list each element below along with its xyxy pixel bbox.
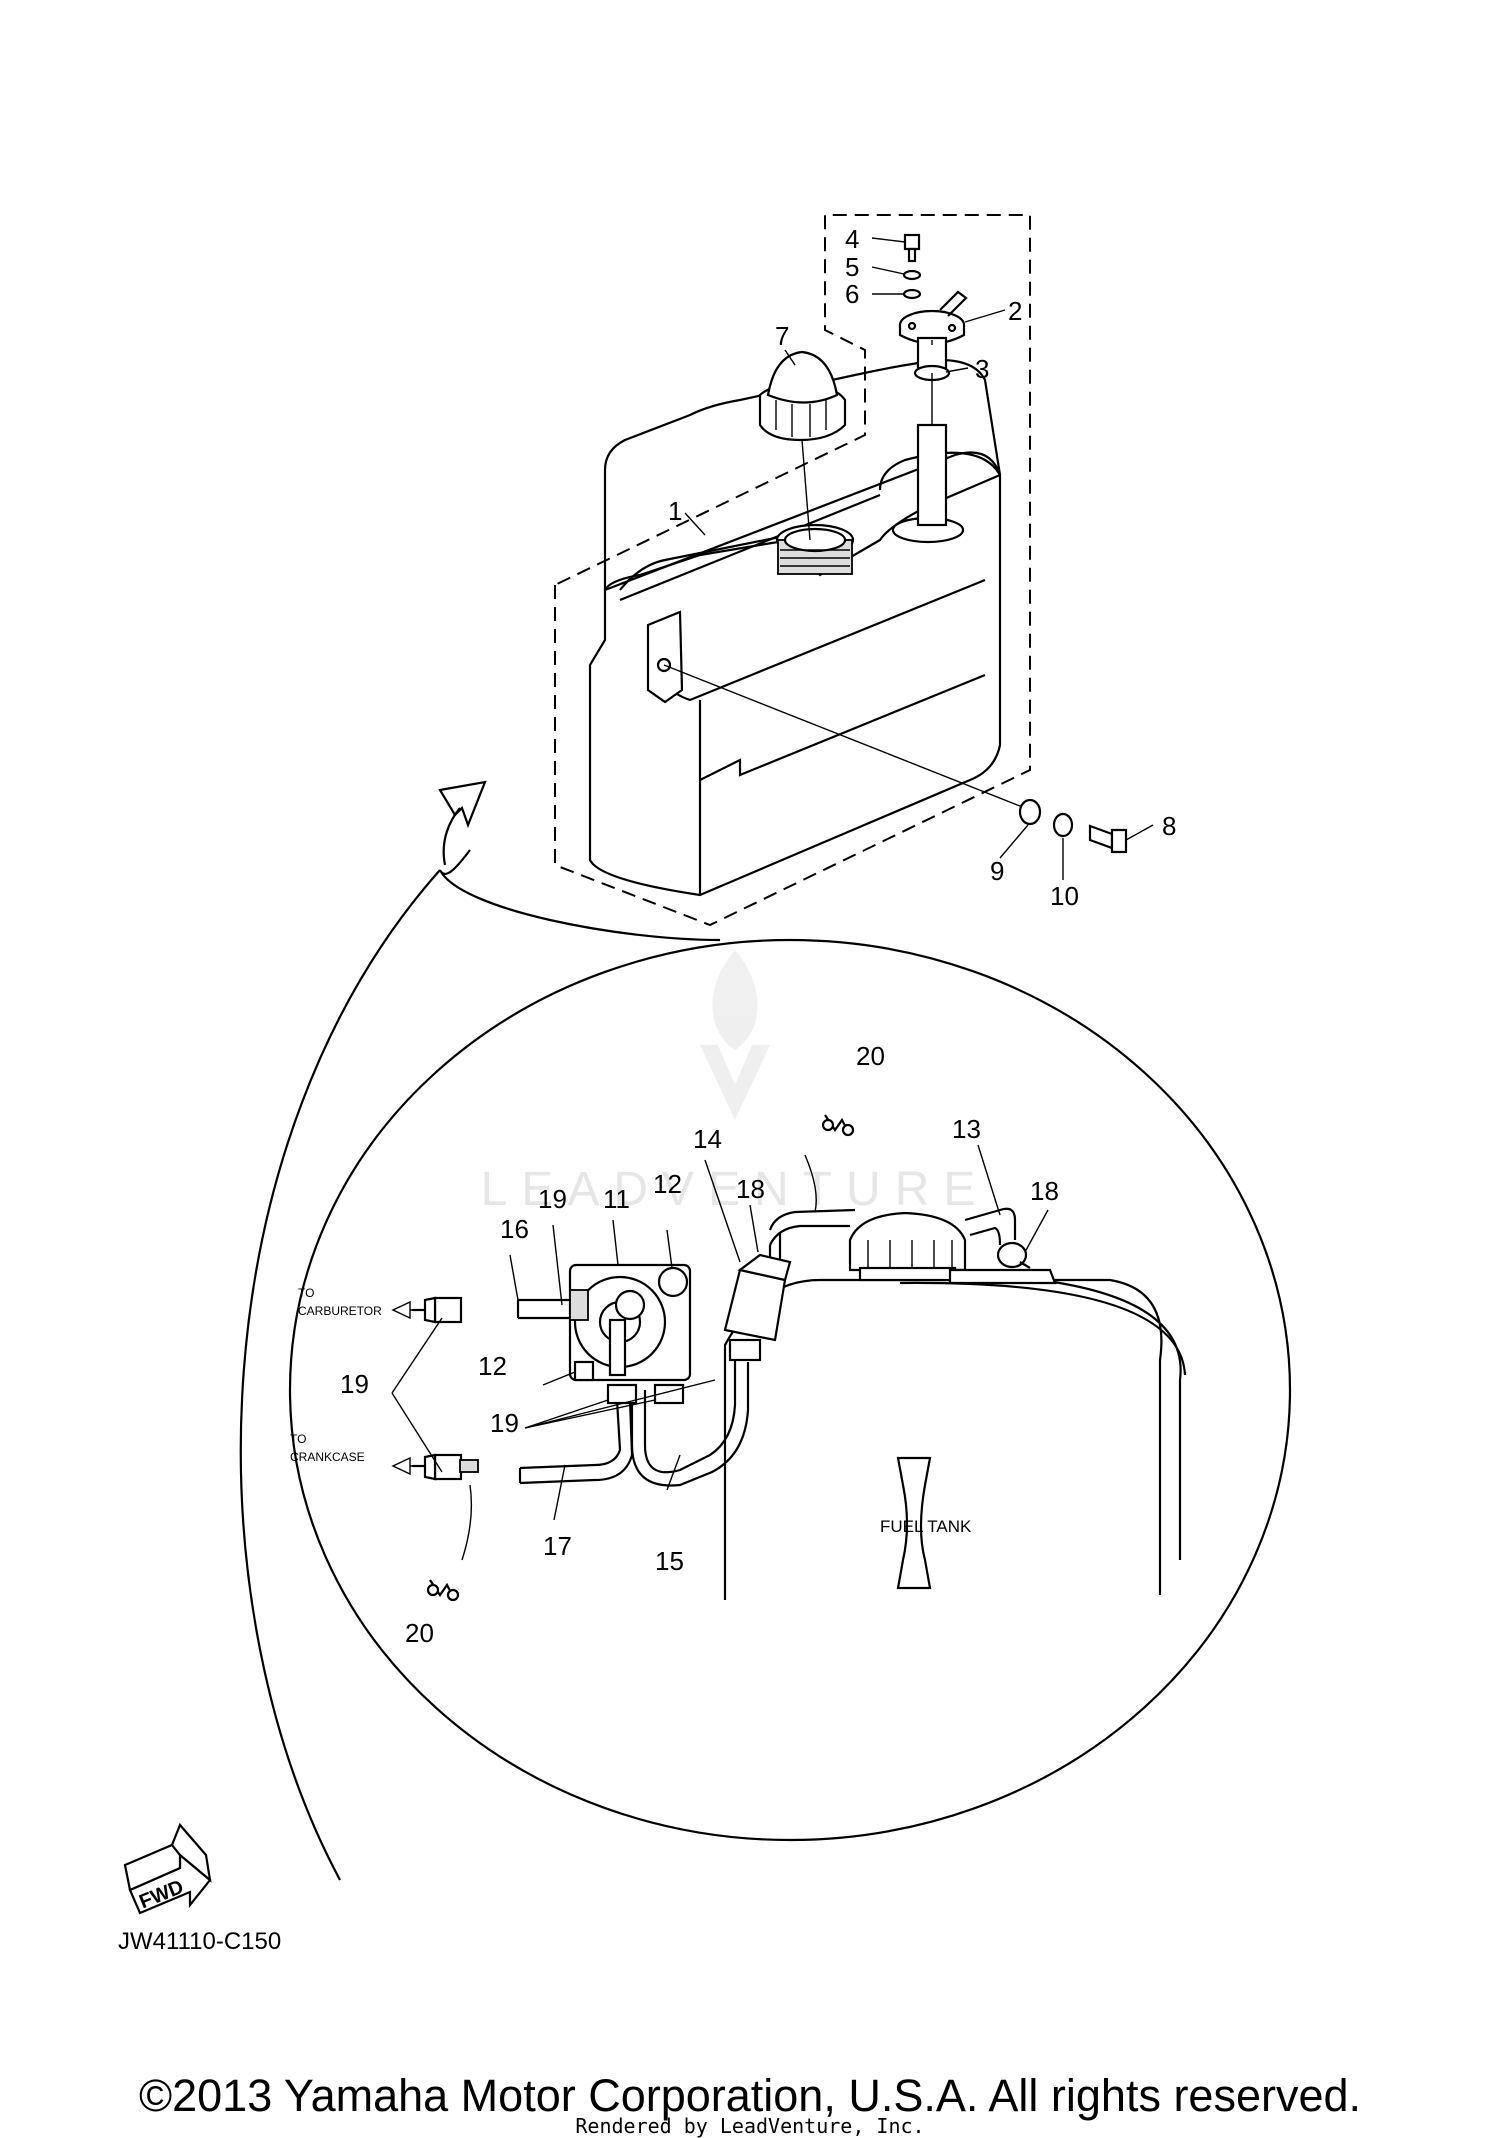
hose-clips xyxy=(412,1296,479,1481)
clamp-20-top xyxy=(804,1114,855,1213)
callout-16: 16 xyxy=(500,1214,529,1244)
callout-2: 2 xyxy=(1008,296,1022,326)
diagram-code: JW41110-C150 xyxy=(118,1928,282,1955)
fuel-cap xyxy=(758,350,847,442)
rendered-by-notice: Rendered by LeadVenture, Inc. xyxy=(575,2114,925,2138)
callout-6: 6 xyxy=(845,279,859,309)
crankcase-label: CRANKCASE xyxy=(290,1450,365,1464)
watermark-logo xyxy=(700,950,770,1120)
fuel-tank-assembly xyxy=(588,358,1002,897)
callout-4: 4 xyxy=(845,224,859,254)
callout-19-middle: 19 xyxy=(490,1408,519,1438)
detail-hoses xyxy=(516,1207,1031,1487)
fuel-tank-label: FUEL TANK xyxy=(880,1517,972,1536)
fuel-gauge xyxy=(898,290,968,527)
to-carburetor-arrow xyxy=(391,1300,425,1320)
washer-6 xyxy=(902,288,922,300)
copyright-notice: ©2013 Yamaha Motor Corporation, U.S.A. A… xyxy=(138,2070,1362,2121)
callout-19-left: 19 xyxy=(340,1369,369,1399)
callout-1: 1 xyxy=(668,496,682,526)
carburetor-label: CARBURETOR xyxy=(298,1304,382,1318)
callout-7: 7 xyxy=(775,321,789,351)
detail-pointer-arrow xyxy=(239,780,721,1881)
washer-10 xyxy=(1052,812,1074,838)
callout-13: 13 xyxy=(952,1114,981,1144)
assembly-1-outline xyxy=(554,214,1031,927)
callout-5: 5 xyxy=(845,252,859,282)
callout-8: 8 xyxy=(1162,811,1176,841)
fuel-cap-guideline xyxy=(801,439,811,541)
callout-9: 9 xyxy=(990,856,1004,886)
screw-4 xyxy=(903,233,921,263)
upper-leader-lines xyxy=(684,237,1154,880)
to-crankcase-arrow xyxy=(391,1456,425,1476)
to-label-carburetor: TO xyxy=(298,1286,314,1300)
callout-20-bottom: 20 xyxy=(405,1618,434,1648)
callout-12-top: 12 xyxy=(653,1169,682,1199)
detail-view-circle xyxy=(288,938,1292,1842)
washer-9 xyxy=(1018,798,1042,826)
bolt-8 xyxy=(1088,824,1128,854)
callout-15: 15 xyxy=(655,1546,684,1576)
callout-18-left: 18 xyxy=(736,1174,765,1204)
to-label-crankcase: TO xyxy=(290,1432,306,1446)
detail-leader-lines xyxy=(391,1144,1049,1521)
clamp-20-bottom xyxy=(426,1484,473,1602)
callout-12-left: 12 xyxy=(478,1351,507,1381)
callout-14: 14 xyxy=(693,1124,722,1154)
washer-5 xyxy=(902,269,922,281)
callout-3: 3 xyxy=(975,354,989,384)
mounting-guideline xyxy=(663,664,1031,811)
forward-direction-icon: FWD xyxy=(123,1822,212,1915)
detail-fuel-tank xyxy=(723,1278,1187,1600)
callout-11: 11 xyxy=(603,1184,630,1214)
fuel-pump xyxy=(568,1263,692,1405)
callout-19-top: 19 xyxy=(538,1184,567,1214)
callout-17: 17 xyxy=(543,1531,572,1561)
watermark-text: LEADVENTURE xyxy=(481,1163,990,1216)
detail-tank-cap xyxy=(848,1211,1057,1285)
callout-20-top: 20 xyxy=(856,1041,885,1071)
callout-10: 10 xyxy=(1050,881,1079,911)
callout-18-right: 18 xyxy=(1030,1176,1059,1206)
